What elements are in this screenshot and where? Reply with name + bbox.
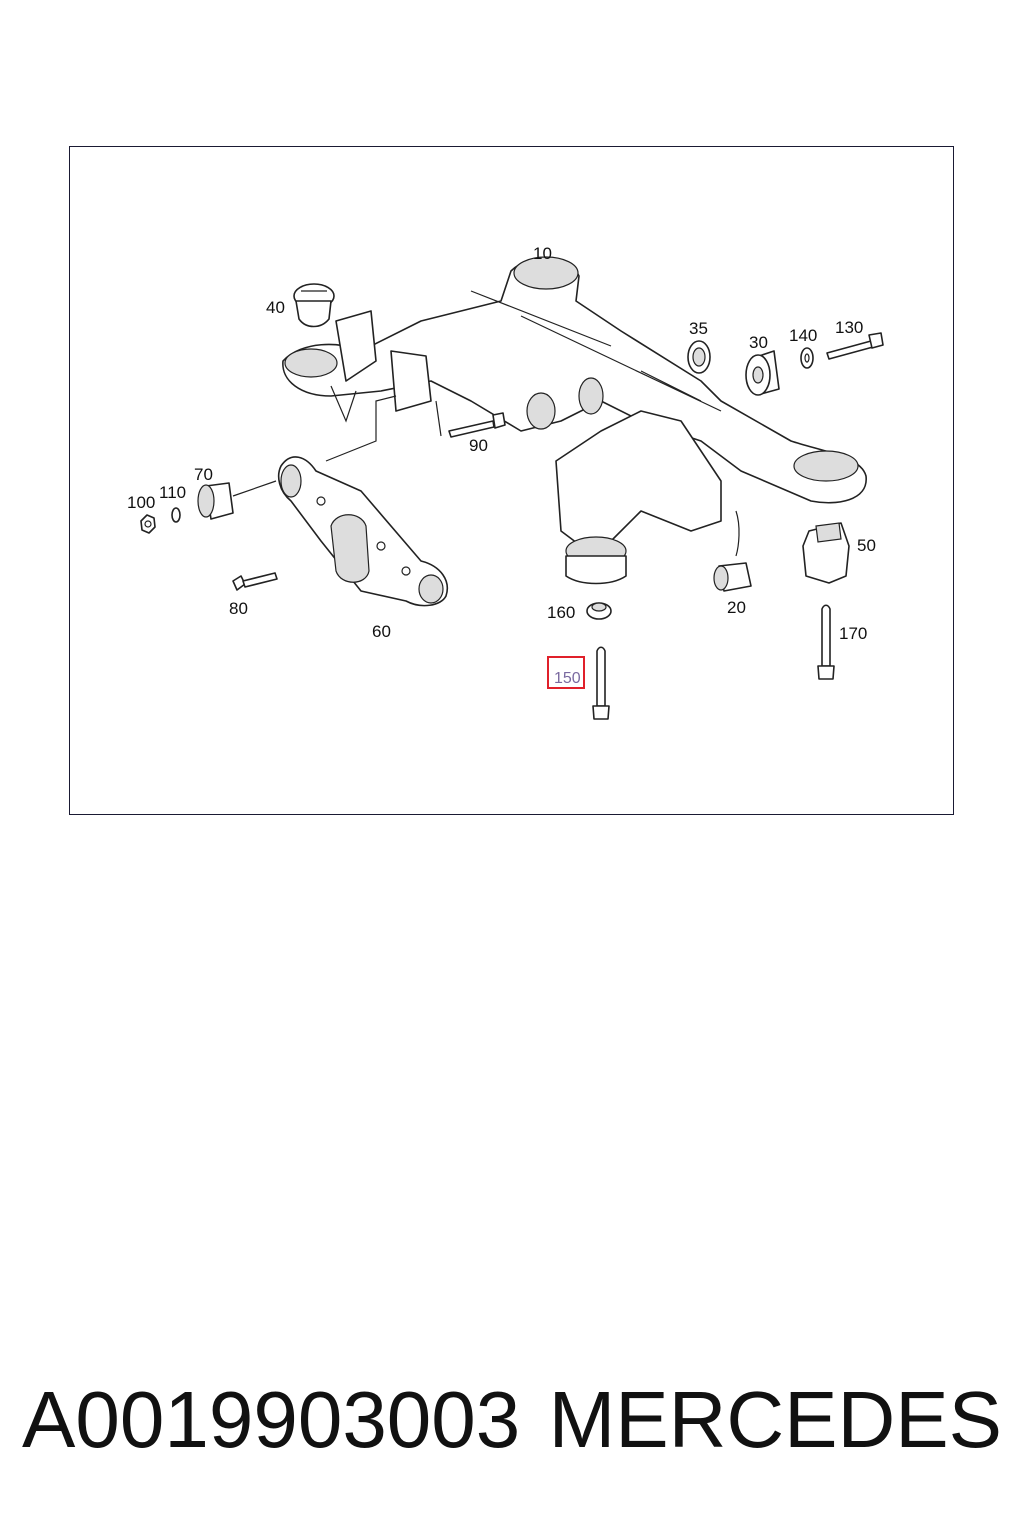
ring-35-part: [687, 340, 711, 374]
callout-90: 90: [469, 436, 488, 455]
callout-150: 150: [554, 670, 581, 687]
callout-160: 160: [547, 603, 575, 622]
callout-130: 130: [835, 318, 863, 337]
mount-50-part: [802, 522, 850, 584]
callout-170: 170: [839, 624, 867, 643]
callout-35: 35: [689, 319, 708, 338]
subframe-part: [282, 256, 867, 585]
parts-diagram-frame: 10 40 35 30 140 130 90 70 110 100 50 80 …: [69, 146, 954, 815]
bolt-130-part: [826, 332, 884, 360]
callout-140: 140: [789, 326, 817, 345]
bolt-90-part: [435, 400, 506, 438]
callout-100: 100: [127, 493, 155, 512]
parts-diagram: 10 40 35 30 140 130 90 70 110 100 50 80 …: [127, 244, 884, 720]
callout-20: 20: [727, 598, 746, 617]
callout-150-highlight-box: [547, 656, 585, 689]
control-arm-60-part: [277, 395, 448, 607]
mount-40-part: [293, 283, 335, 328]
callout-80: 80: [229, 599, 248, 618]
bush-20-part: [713, 562, 752, 592]
callout-50: 50: [857, 536, 876, 555]
washer-140-part: [800, 347, 814, 369]
callout-10: 10: [533, 244, 552, 263]
bolt-150-part: [592, 646, 610, 720]
nut-100-part: [140, 514, 156, 534]
bolt-80-part: [232, 572, 278, 591]
bolt-170-part: [817, 604, 835, 680]
callout-30: 30: [749, 333, 768, 352]
bush-70-part: [197, 480, 277, 520]
bush-30-part: [745, 350, 780, 396]
callout-110: 110: [159, 483, 186, 502]
callout-70: 70: [194, 465, 213, 484]
washer-110-part: [171, 507, 181, 523]
footer: A0019903003 MERCEDES: [0, 1370, 1024, 1470]
callout-60: 60: [372, 622, 391, 641]
nut-160-part: [586, 602, 612, 620]
callout-40: 40: [266, 298, 285, 317]
brand-name: MERCEDES: [548, 1375, 1002, 1464]
part-number: A0019903003: [22, 1375, 521, 1464]
